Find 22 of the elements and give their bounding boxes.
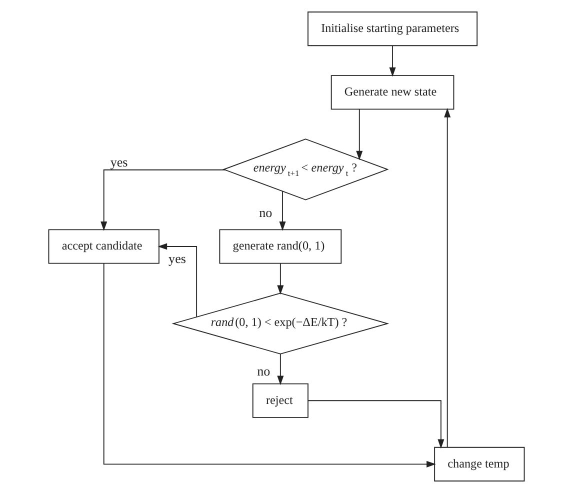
arrow xyxy=(276,354,284,386)
arrow xyxy=(307,400,444,449)
node-diamond: rand(0, 1) < exp(−ΔE/kT) ? xyxy=(171,292,389,354)
arrow xyxy=(276,263,284,295)
edge-label: yes xyxy=(168,251,186,266)
arrow xyxy=(100,169,225,231)
edge-label: no xyxy=(256,364,270,379)
arrow xyxy=(157,243,197,318)
edge-label: no xyxy=(258,205,272,220)
node-box: generate rand(0, 1) xyxy=(218,229,342,264)
arrow xyxy=(444,108,450,448)
arrow xyxy=(388,45,396,77)
arrow xyxy=(356,108,362,160)
arrow xyxy=(102,263,436,468)
arrow xyxy=(278,190,286,231)
node-box: reject xyxy=(252,383,308,418)
node-box: Generate new state xyxy=(330,75,454,110)
node-box: accept candidate xyxy=(48,229,159,264)
node-box: change temp xyxy=(434,446,524,482)
node-box: Initialise starting parameters xyxy=(307,12,478,46)
edge-label: yes xyxy=(110,154,128,170)
node-diamond: energy$_{t+1}$ < energy$_{t}$ ? xyxy=(222,138,388,200)
